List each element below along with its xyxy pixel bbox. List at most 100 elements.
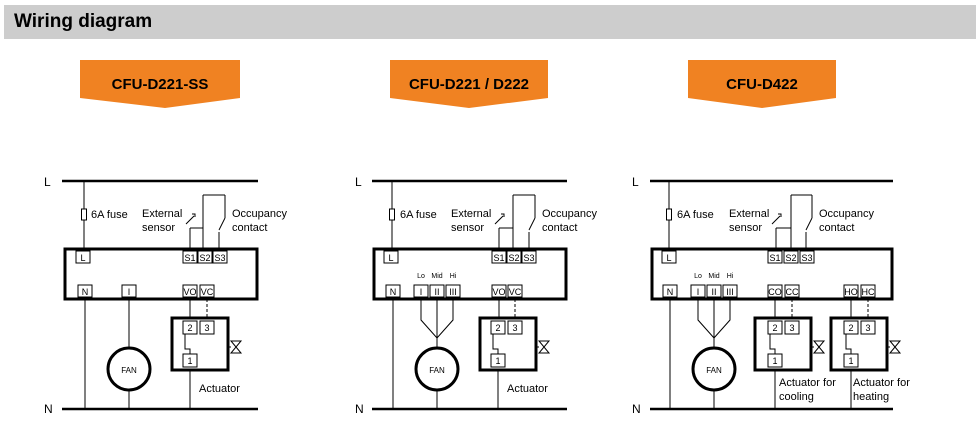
svg-text:S3: S3 xyxy=(523,253,534,263)
svg-text:I: I xyxy=(697,287,700,297)
svg-text:6A fuse: 6A fuse xyxy=(677,209,714,221)
model-tag xyxy=(80,60,240,108)
svg-text:VO: VO xyxy=(492,287,505,297)
svg-text:Occupancy: Occupancy xyxy=(819,208,875,220)
svg-text:2: 2 xyxy=(848,323,853,333)
actuator-heating-label: Actuator for xyxy=(853,377,910,389)
valve-icon xyxy=(812,340,826,354)
svg-text:I: I xyxy=(420,287,423,297)
terminal-s2: S2 xyxy=(199,253,210,263)
svg-text:contact: contact xyxy=(819,222,854,234)
svg-text:3: 3 xyxy=(512,323,517,333)
svg-text:N: N xyxy=(632,402,641,416)
svg-text:L: L xyxy=(666,253,671,263)
actuator-heating-box xyxy=(829,316,889,372)
svg-text:II: II xyxy=(711,287,716,297)
svg-text:sensor: sensor xyxy=(142,222,175,234)
svg-text:S2: S2 xyxy=(785,253,796,263)
actuator-label: Actuator xyxy=(507,383,548,395)
model-label: CFU-D221 / D222 xyxy=(409,76,529,93)
svg-text:Occupancy: Occupancy xyxy=(542,208,598,220)
fuse-icon xyxy=(389,208,395,221)
model-label: CFU-D221-SS xyxy=(112,76,209,93)
svg-text:3: 3 xyxy=(204,323,209,333)
fan-label: FAN xyxy=(121,366,137,375)
thermistor-icon xyxy=(494,213,505,225)
svg-text:1: 1 xyxy=(772,356,777,366)
rail-label-l: L xyxy=(44,175,51,189)
contact-switch-icon xyxy=(805,217,813,231)
contact-label: Occupancy xyxy=(232,208,288,220)
controller-box xyxy=(63,247,259,301)
svg-text:CC: CC xyxy=(786,287,799,297)
svg-text:2: 2 xyxy=(772,323,777,333)
actuator-label: Actuator xyxy=(199,383,240,395)
svg-text:cooling: cooling xyxy=(779,391,814,403)
svg-text:HC: HC xyxy=(862,287,875,297)
svg-text:External: External xyxy=(451,208,491,220)
svg-text:S3: S3 xyxy=(801,253,812,263)
svg-text:III: III xyxy=(726,287,734,297)
thermistor-icon xyxy=(771,213,782,225)
terminal-l: L xyxy=(80,253,85,263)
diagram-cfu-d221-ss: CFU-D221-SS L N 6A fuse External sensor … xyxy=(44,60,288,416)
model-tag xyxy=(390,60,548,108)
svg-text:L: L xyxy=(388,253,393,263)
actuator-box xyxy=(170,316,230,372)
svg-text:1: 1 xyxy=(187,356,192,366)
terminal-vo: VO xyxy=(183,287,196,297)
contact-switch-icon xyxy=(528,217,536,231)
svg-text:FAN: FAN xyxy=(429,366,445,375)
svg-text:1: 1 xyxy=(848,356,853,366)
svg-text:N: N xyxy=(390,287,397,297)
svg-text:HO: HO xyxy=(844,287,858,297)
svg-text:CO: CO xyxy=(768,287,782,297)
svg-text:L: L xyxy=(632,175,639,189)
svg-text:S1: S1 xyxy=(769,253,780,263)
actuator-cooling-box xyxy=(753,316,813,372)
valve-icon xyxy=(537,340,551,354)
svg-text:3: 3 xyxy=(789,323,794,333)
svg-text:N: N xyxy=(667,287,674,297)
svg-text:3: 3 xyxy=(865,323,870,333)
svg-text:Lo: Lo xyxy=(417,273,425,280)
contact-switch-icon xyxy=(218,217,226,231)
title-bar: Wiring diagram xyxy=(4,5,976,39)
thermistor-icon xyxy=(185,213,196,225)
svg-text:sensor: sensor xyxy=(729,222,762,234)
svg-text:S1: S1 xyxy=(493,253,504,263)
terminal-n: N xyxy=(82,287,89,297)
model-tag xyxy=(688,60,836,108)
sensor-label: External xyxy=(142,208,182,220)
svg-text:Lo: Lo xyxy=(694,273,702,280)
svg-text:L: L xyxy=(355,175,362,189)
svg-text:2: 2 xyxy=(495,323,500,333)
fuse-label: 6A fuse xyxy=(91,209,128,221)
svg-text:Mid: Mid xyxy=(431,273,442,280)
diagram-cfu-d221-d222: CFU-D221 / D222 L N 6A fuse External sen… xyxy=(355,60,598,416)
svg-text:VC: VC xyxy=(509,287,522,297)
actuator-box xyxy=(478,316,538,372)
svg-text:sensor: sensor xyxy=(451,222,484,234)
fuse-icon xyxy=(81,208,87,221)
terminal-s1: S1 xyxy=(184,253,195,263)
diagram-cfu-d422: CFU-D422 L N 6A fuse External sensor Occ… xyxy=(632,60,910,416)
controller-box xyxy=(372,247,568,301)
svg-text:S2: S2 xyxy=(508,253,519,263)
actuator-cooling-label: Actuator for xyxy=(779,377,836,389)
terminal-vc: VC xyxy=(201,287,214,297)
svg-text:FAN: FAN xyxy=(706,366,722,375)
svg-text:contact: contact xyxy=(542,222,577,234)
model-label: CFU-D422 xyxy=(726,76,798,93)
svg-text:heating: heating xyxy=(853,391,889,403)
terminal-s3: S3 xyxy=(214,253,225,263)
svg-text:2: 2 xyxy=(187,323,192,333)
svg-text:contact: contact xyxy=(232,222,267,234)
svg-text:III: III xyxy=(449,287,457,297)
svg-text:6A fuse: 6A fuse xyxy=(400,209,437,221)
svg-text:External: External xyxy=(729,208,769,220)
rail-label-n: N xyxy=(44,402,53,416)
valve-icon xyxy=(888,340,902,354)
svg-text:1: 1 xyxy=(495,356,500,366)
